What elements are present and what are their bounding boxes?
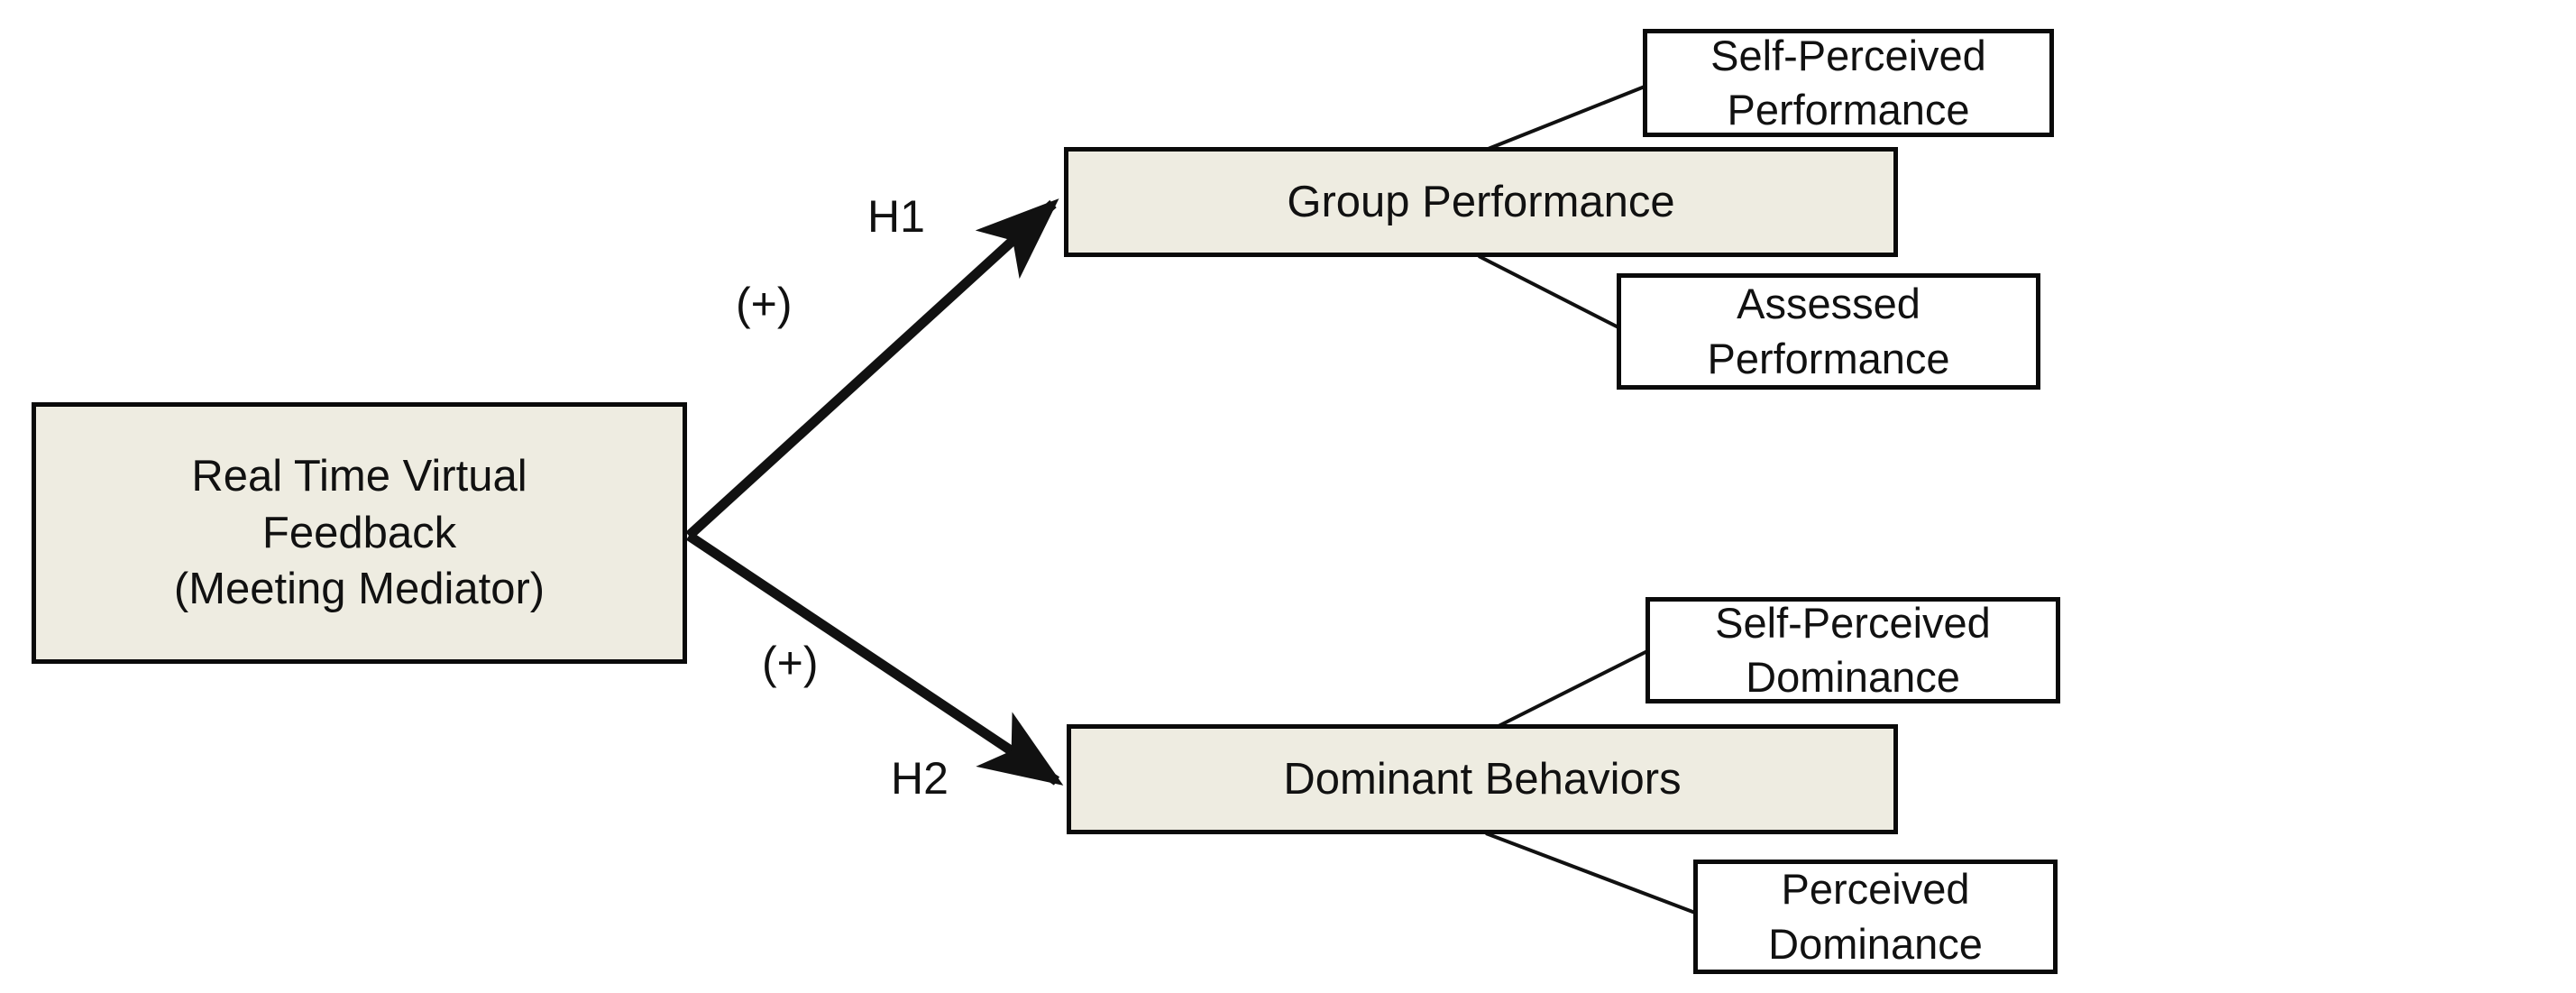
edge-h1: [685, 198, 1059, 540]
node-self-perceived-performance[interactable]: Self-Perceived Performance: [1643, 29, 2054, 137]
edge-label-sign-h1: (+): [736, 279, 793, 329]
edge-dominant-behaviors-to-self-perceived-dominance: [1496, 649, 1648, 729]
node-self-perceived-dominance[interactable]: Self-Perceived Dominance: [1646, 597, 2060, 703]
edge-h2: [685, 531, 1064, 786]
node-group-performance[interactable]: Group Performance: [1064, 147, 1898, 257]
node-dominant-behaviors[interactable]: Dominant Behaviors: [1067, 724, 1898, 834]
edge-dominant-behaviors-to-perceived-dominance: [1485, 832, 1696, 915]
node-self-perceived-dominance-label: Self-Perceived Dominance: [1715, 598, 1991, 701]
edge-label-h1: H1: [867, 191, 925, 242]
edge-label-h2: H2: [891, 753, 949, 804]
node-real-time-virtual-feedback[interactable]: Real Time Virtual Feedback (Meeting Medi…: [32, 402, 687, 664]
edge-label-sign-h2: (+): [762, 638, 819, 688]
edge-group-performance-to-assessed-performance: [1478, 254, 1619, 329]
edge-group-performance-to-self-perceived-performance: [1485, 85, 1646, 152]
node-assessed-performance-label: Assessed Performance: [1707, 280, 1950, 382]
node-perceived-dominance[interactable]: Perceived Dominance: [1693, 860, 2058, 974]
node-real-time-virtual-feedback-label: Real Time Virtual Feedback (Meeting Medi…: [173, 451, 545, 614]
node-dominant-behaviors-label: Dominant Behaviors: [1283, 754, 1682, 804]
node-group-performance-label: Group Performance: [1287, 177, 1675, 226]
node-assessed-performance[interactable]: Assessed Performance: [1617, 273, 2040, 390]
node-perceived-dominance-label: Perceived Dominance: [1768, 865, 1983, 968]
node-self-perceived-performance-label: Self-Perceived Performance: [1710, 31, 1986, 133]
